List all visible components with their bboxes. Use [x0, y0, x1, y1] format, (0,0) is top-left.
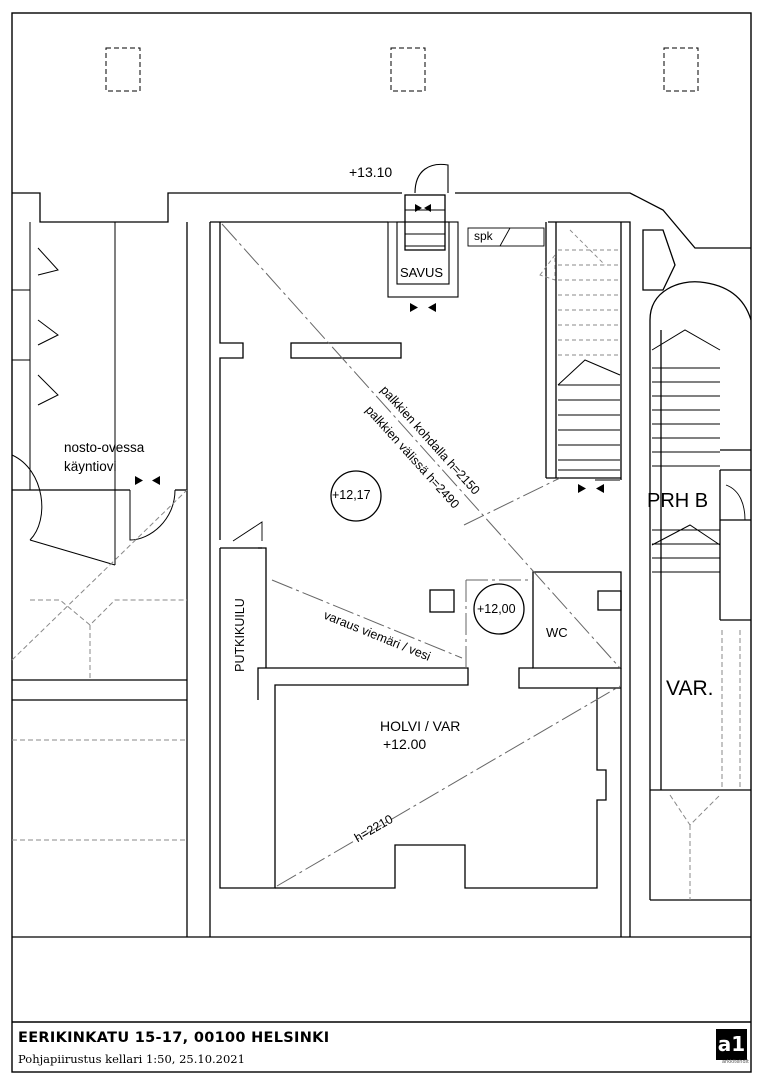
prh-b-label: PRH B — [647, 490, 709, 512]
main-staircase-dashed — [539, 229, 620, 356]
savus-shaft — [387, 163, 459, 298]
level-label-main: +12,17 — [332, 488, 371, 502]
savus-label: SAVUS — [400, 265, 444, 280]
wc-label: WC — [546, 625, 568, 640]
drawing-subtitle: Pohjapiirustus kellari 1:50, 25.10.2021 — [18, 1052, 245, 1066]
nosto-label-1: nosto-ovessa — [64, 440, 145, 455]
putkikuilu-label: PUTKIKUILU — [233, 598, 247, 672]
level-circles — [330, 470, 525, 635]
a1-logo: a1 — [716, 1029, 747, 1060]
var-label: VAR. — [666, 677, 714, 700]
door-markers[interactable] — [135, 204, 604, 493]
nosto-label-2: käyntiovi — [64, 459, 117, 474]
level-label-wc: +12,00 — [477, 602, 516, 616]
left-dashed — [11, 489, 188, 841]
ceiling-height-diagonals — [221, 223, 621, 887]
main-staircase — [557, 359, 621, 471]
holvi-label: HOLVI / VAR — [380, 718, 461, 734]
spk-box — [467, 227, 545, 247]
roof-hatches — [105, 47, 699, 92]
spk-label: spk — [474, 229, 493, 243]
level-label-top: +13.10 — [349, 164, 393, 180]
title-block: EERIKINKATU 15-17, 00100 HELSINKI Pohjap… — [12, 1022, 751, 1072]
right-dashed — [669, 630, 741, 900]
holvi-level-label: +12.00 — [383, 736, 427, 752]
walls — [12, 192, 752, 937]
address-title: EERIKINKATU 15-17, 00100 HELSINKI — [18, 1030, 330, 1046]
logo-subtext: arkkitehdit — [721, 1059, 749, 1065]
drawing-frame — [11, 12, 752, 1073]
right-staircase — [651, 329, 721, 573]
left-structure — [11, 222, 176, 566]
door-swings — [232, 479, 746, 542]
